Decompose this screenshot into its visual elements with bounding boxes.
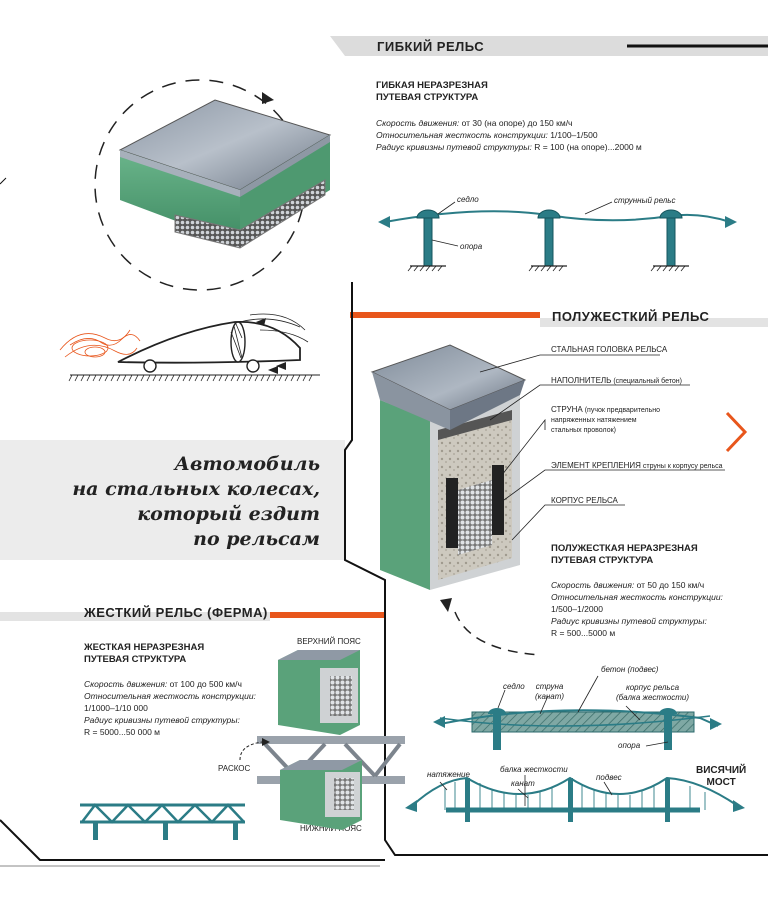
rigid-accent-bar <box>270 612 385 618</box>
callout-string: СТРУНА (пучок предварительно напряженных… <box>551 405 661 434</box>
label-concrete-hanger: бетон (подвес) <box>601 665 659 674</box>
flexible-subtitle: ГИБКАЯ НЕРАЗРЕЗНАЯ ПУТЕВАЯ СТРУКТУРА <box>376 80 488 103</box>
flexible-title-banner <box>330 36 768 56</box>
label-saddle: седло <box>457 195 479 204</box>
rigid-specs: Скорость движения: от 100 до 500 км/ч От… <box>84 679 256 737</box>
callout-fixing: ЭЛЕМЕНТ КРЕПЛЕНИЯ струны к корпусу рельс… <box>551 461 723 470</box>
label-string-cable: струна(канат) <box>535 682 565 701</box>
rigid-title-banner <box>0 612 270 621</box>
slogan-panel <box>0 440 345 560</box>
label-top-chord: ВЕРХНИЙ ПОЯС <box>297 637 361 646</box>
semi-rigid-subtitle: ПОЛУЖЕСТКАЯ НЕРАЗРЕЗНАЯ ПУТЕВАЯ СТРУКТУР… <box>551 543 698 566</box>
label-support-2: опора <box>618 741 641 750</box>
label-string-rail: струнный рельс <box>614 196 676 205</box>
callout-rail-body: КОРПУС РЕЛЬСА <box>551 496 618 505</box>
semi-rigid-section-title: ПОЛУЖЕСТКИЙ РЕЛЬС <box>552 309 710 324</box>
label-rail-body-beam: корпус рельса(балка жесткости) <box>616 683 690 702</box>
slogan-text: Автомобиль на стальных колесах, который … <box>72 453 320 550</box>
frame-line-right <box>344 282 768 856</box>
semi-rigid-title-banner <box>540 318 768 327</box>
label-saddle-2: седло <box>503 682 525 691</box>
label-hanger: подвес <box>596 773 622 782</box>
flexible-section-title: ГИБКИЙ РЕЛЬС <box>377 39 485 54</box>
semi-rigid-specs: Скорость движения: от 50 до 150 км/ч Отн… <box>551 580 723 638</box>
label-tension: натяжение <box>427 770 470 779</box>
flexible-specs: Скорость движения: от 30 (на опоре) до 1… <box>376 118 642 152</box>
label-support: опора <box>460 242 483 251</box>
string-rail-line <box>384 210 731 223</box>
callout-filler: НАПОЛНИТЕЛЬ (специальный бетон) <box>551 376 682 385</box>
label-cable: канат <box>511 779 535 788</box>
label-stiffening-beam: балка жесткости <box>500 765 568 774</box>
frame-line-bottom <box>0 819 385 861</box>
label-bottom-chord: НИЖНИЙ ПОЯС <box>300 824 362 833</box>
callout-steel-head: СТАЛЬНАЯ ГОЛОВКА РЕЛЬСА <box>551 345 668 354</box>
rigid-subtitle: ЖЕСТКАЯ НЕРАЗРЕЗНАЯ ПУТЕВАЯ СТРУКТУРА <box>84 642 205 665</box>
label-brace: РАСКОС <box>218 764 251 773</box>
semi-rigid-accent-bar <box>350 312 540 318</box>
rigid-section-title: ЖЕСТКИЙ РЕЛЬС (ФЕРМА) <box>84 605 268 620</box>
